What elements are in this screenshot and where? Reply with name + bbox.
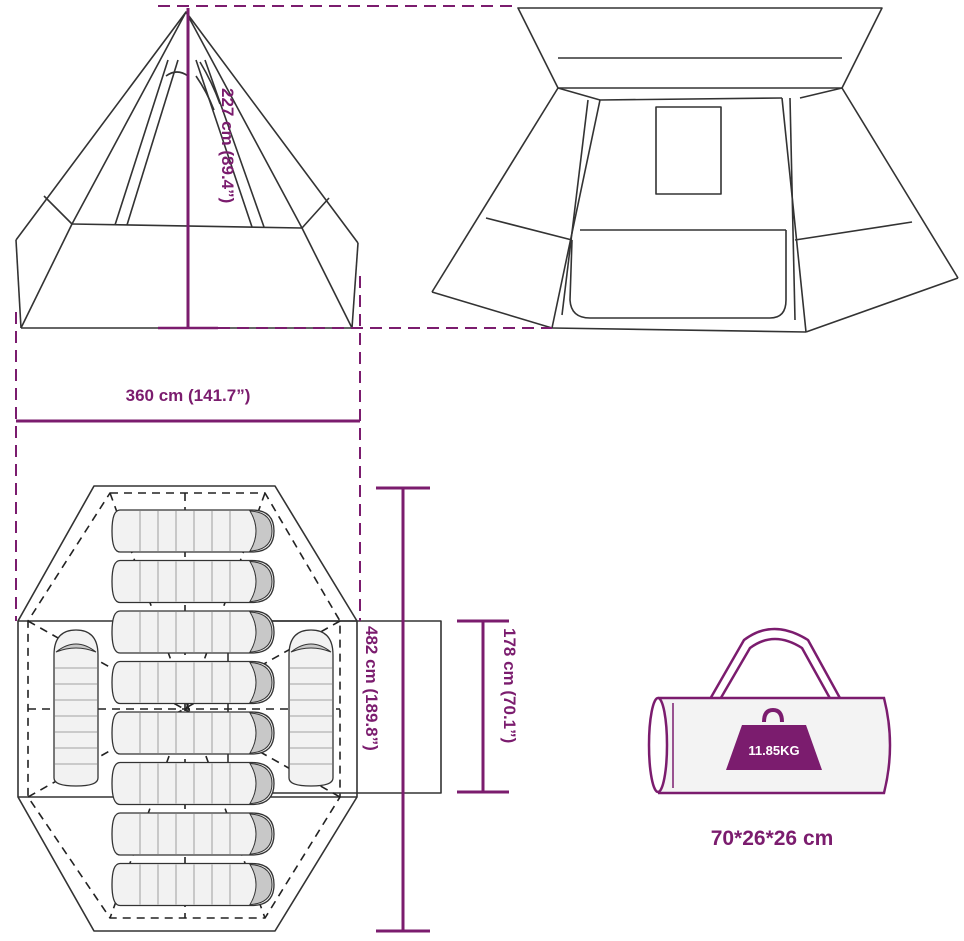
sleeping-bag <box>111 812 275 856</box>
sleeping-bag <box>111 610 275 654</box>
dimension-guide-dashes <box>15 5 552 621</box>
sleeping-bag-vertical <box>53 629 99 787</box>
sleeping-bag <box>111 761 275 806</box>
carry-bag: 11.85KG <box>647 627 892 795</box>
weight-icon <box>726 707 822 770</box>
sleeping-bag <box>111 660 275 705</box>
height-label: 227 cm (89.4”) <box>218 88 237 203</box>
sleeping-bag-vertical <box>288 629 334 787</box>
tent-side-view <box>431 7 959 333</box>
length-label: 482 cm (189.8”) <box>362 626 381 751</box>
sleeping-bag <box>111 559 275 604</box>
sleeping-bag <box>111 711 275 755</box>
tent-front-view <box>15 11 359 329</box>
sleeping-bags <box>53 509 334 907</box>
sleeping-bag <box>111 862 275 907</box>
sleeping-bag <box>111 509 275 553</box>
inner-length-label: 178 cm (70.1”) <box>500 628 519 743</box>
bag-size-label: 70*26*26 cm <box>711 827 834 850</box>
bag-weight-label: 11.85KG <box>748 743 799 758</box>
width-label: 360 cm (141.7”) <box>126 386 251 405</box>
